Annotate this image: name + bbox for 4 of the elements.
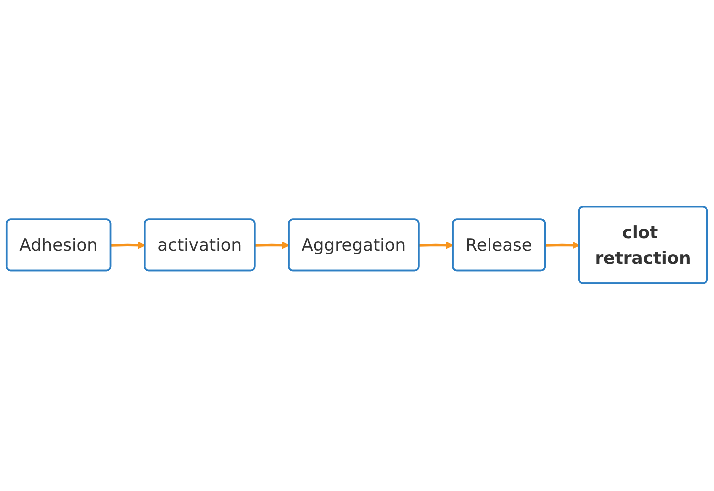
arrow xyxy=(255,242,290,250)
arrow xyxy=(111,242,146,250)
arrow xyxy=(546,242,580,250)
arrow xyxy=(419,242,454,250)
